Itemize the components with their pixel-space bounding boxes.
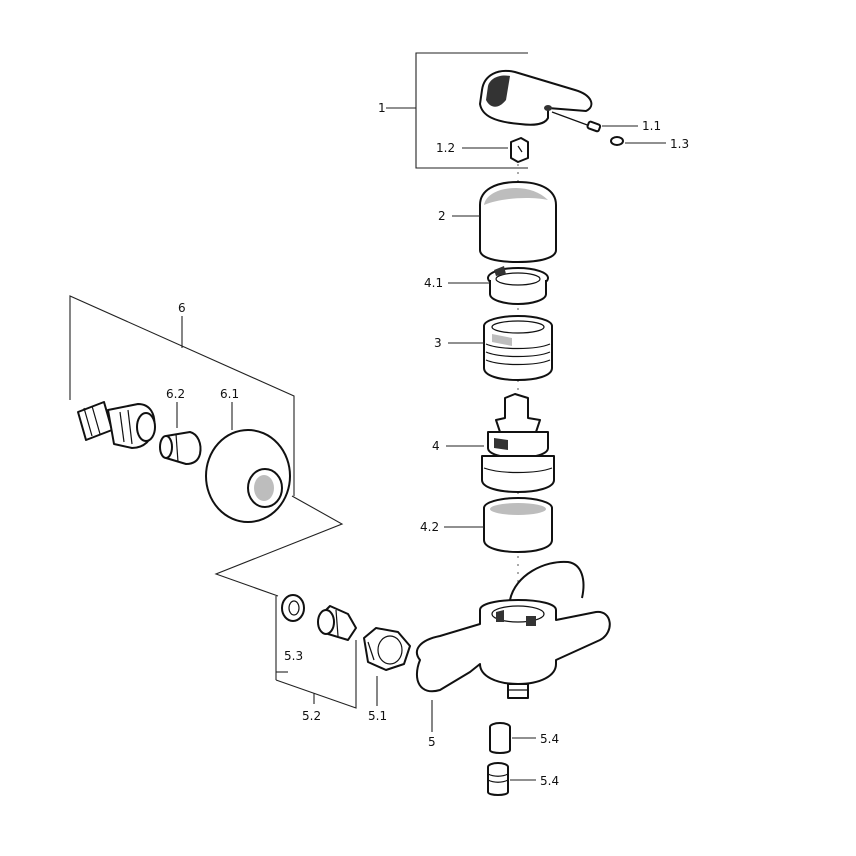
label-5: 5: [428, 735, 436, 749]
group-1-bracket: [386, 52, 528, 169]
cartridge-part: [446, 393, 555, 493]
callout-labels: 1 1.1 1.2 1.3 2 4.1 3 4 4.2 5 5.1 5.2 5.…: [166, 101, 689, 788]
cover-cap-part: [452, 181, 557, 263]
threaded-sleeve-part: [448, 315, 553, 381]
label-5-1: 5.1: [368, 709, 387, 723]
label-4-1: 4.1: [424, 276, 443, 290]
threaded-fitting-part: [77, 401, 156, 449]
group-6-bracket: [69, 295, 295, 496]
label-5-2: 5.2: [302, 709, 321, 723]
cap-part: [610, 136, 666, 146]
connector-part: [317, 605, 357, 641]
label-1-2: 1.2: [436, 141, 455, 155]
label-4-2: 4.2: [420, 520, 439, 534]
group-5-bracket: [275, 596, 378, 709]
label-6: 6: [178, 301, 186, 315]
washer-part: [281, 594, 305, 622]
small-sleeve-part: [159, 402, 202, 465]
ring-part: [448, 266, 549, 305]
label-5-3: 5.3: [284, 649, 303, 663]
label-1: 1: [378, 101, 386, 115]
label-1-3: 1.3: [670, 137, 689, 151]
nipple-lower-part: [487, 762, 536, 796]
label-5-4-upper: 5.4: [540, 732, 559, 746]
rosette-part: [205, 402, 291, 523]
label-4: 4: [432, 439, 440, 453]
label-3: 3: [434, 336, 442, 350]
label-6-2: 6.2: [166, 387, 185, 401]
label-5-4-lower: 5.4: [540, 774, 559, 788]
label-2: 2: [438, 209, 446, 223]
nipple-upper-part: [489, 722, 536, 754]
lever-handle-part: [479, 70, 593, 127]
grub-screw-part: [586, 120, 638, 133]
adapter-part: [462, 137, 529, 163]
plain-ring-part: [444, 497, 553, 553]
label-1-1: 1.1: [642, 119, 661, 133]
union-nut-part: [363, 627, 411, 671]
label-6-1: 6.1: [220, 387, 239, 401]
connector-leader: [214, 495, 344, 597]
valve-body-part: [415, 560, 611, 732]
